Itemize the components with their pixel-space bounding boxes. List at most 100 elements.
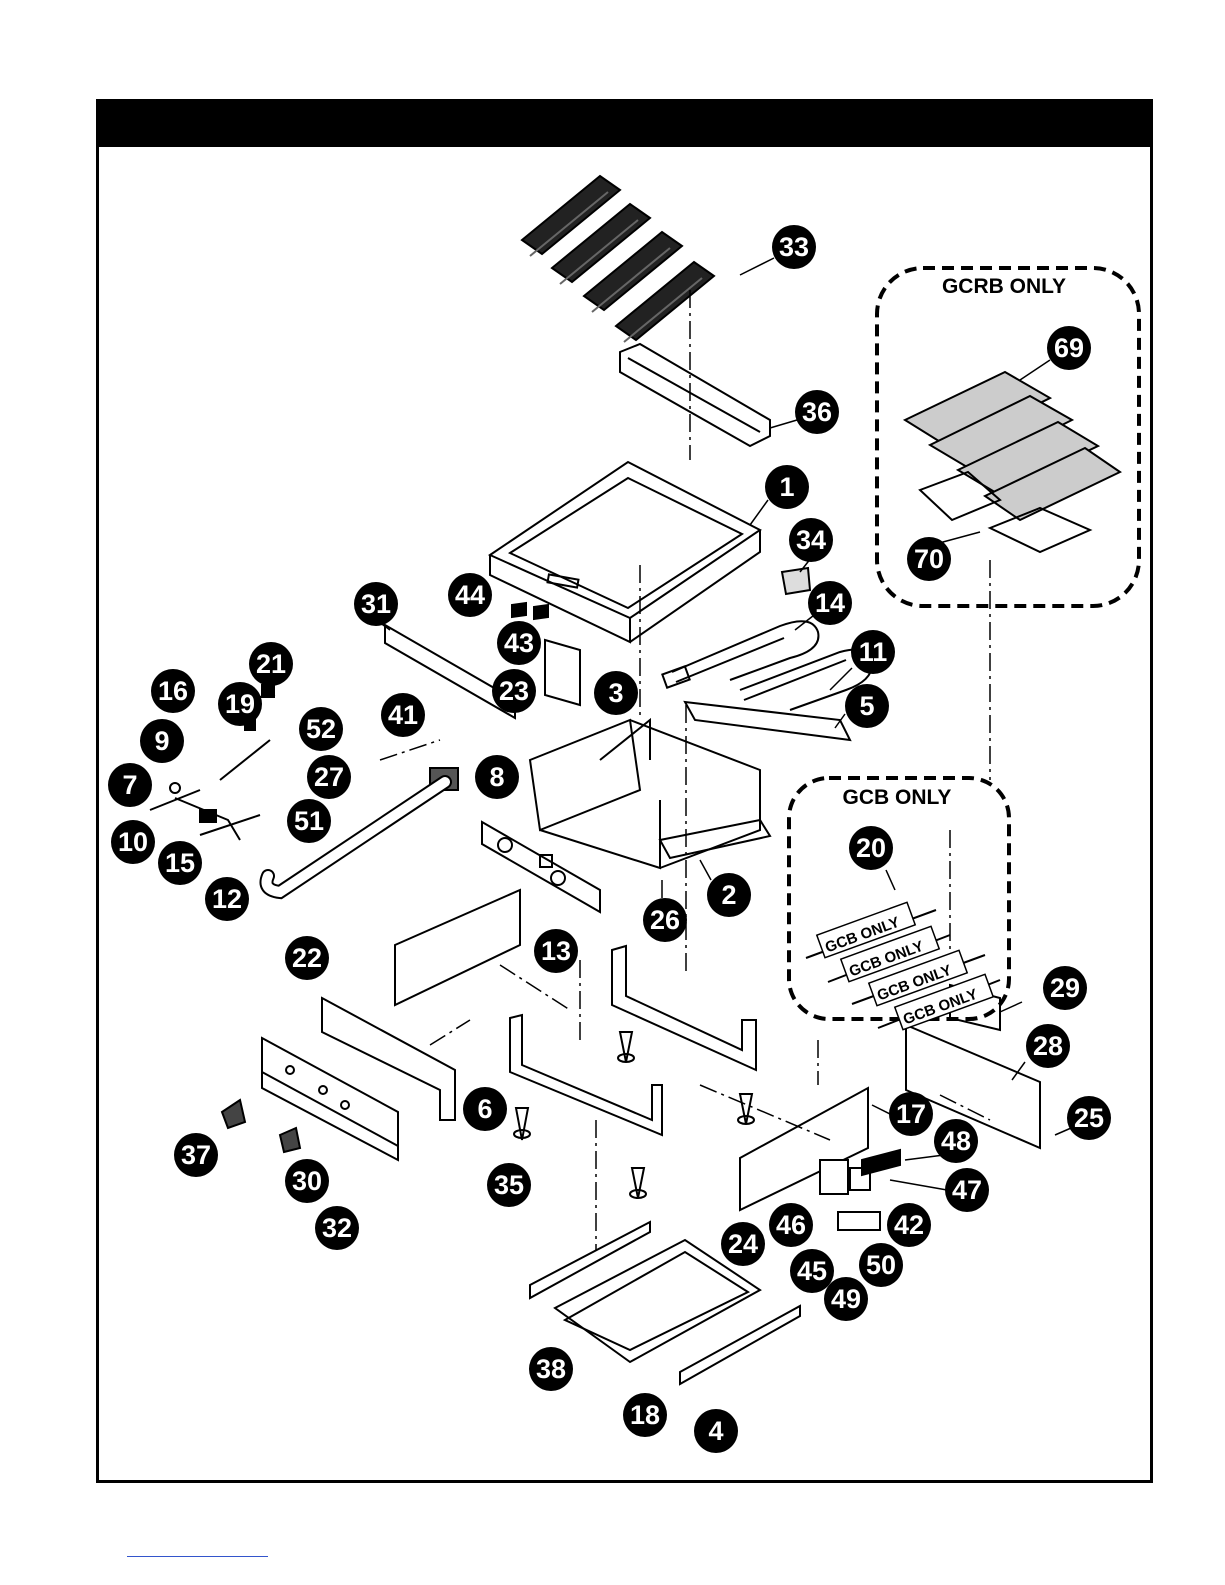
callout-46: 46 — [769, 1203, 813, 1247]
svg-text:41: 41 — [388, 700, 418, 730]
svg-text:42: 42 — [894, 1210, 924, 1240]
callout-5: 5 — [845, 684, 889, 728]
svg-text:7: 7 — [122, 770, 137, 800]
griddle-top — [490, 462, 760, 642]
svg-text:2: 2 — [721, 880, 736, 910]
callout-1: 1 — [765, 465, 809, 509]
callout-33: 33 — [772, 225, 816, 269]
callout-44: 44 — [448, 573, 492, 617]
svg-text:3: 3 — [608, 678, 623, 708]
gcrb-only-label: GCRB ONLY — [942, 275, 1066, 298]
callout-18: 18 — [623, 1393, 667, 1437]
svg-text:31: 31 — [361, 589, 391, 619]
svg-text:47: 47 — [952, 1175, 982, 1205]
callout-10: 10 — [111, 820, 155, 864]
callout-70: 70 — [907, 537, 951, 581]
svg-text:69: 69 — [1054, 333, 1084, 363]
svg-text:22: 22 — [292, 943, 322, 973]
callout-25: 25 — [1067, 1096, 1111, 1140]
svg-text:34: 34 — [796, 525, 826, 555]
svg-text:27: 27 — [314, 762, 344, 792]
gcb-strip-labels: GCB ONLY GCB ONLY GCB ONLY GCB ONLY — [817, 902, 993, 1029]
callout-16: 16 — [151, 669, 195, 713]
callout-69: 69 — [1047, 326, 1091, 370]
svg-text:14: 14 — [815, 588, 845, 618]
heat-shield — [545, 640, 580, 705]
svg-text:8: 8 — [489, 762, 504, 792]
svg-text:10: 10 — [118, 827, 148, 857]
svg-text:28: 28 — [1033, 1031, 1063, 1061]
callout-19: 19 — [218, 682, 262, 726]
callout-11: 11 — [851, 630, 895, 674]
callout-22: 22 — [285, 936, 329, 980]
svg-text:11: 11 — [859, 637, 888, 667]
callout-2: 2 — [707, 873, 751, 917]
callout-17: 17 — [889, 1092, 933, 1136]
burners — [662, 621, 872, 710]
callout-51: 51 — [287, 799, 331, 843]
callout-43: 43 — [497, 621, 541, 665]
left-side-panel — [395, 890, 520, 1005]
callout-23: 23 — [492, 669, 536, 713]
svg-text:50: 50 — [866, 1250, 896, 1280]
svg-text:15: 15 — [165, 848, 195, 878]
callout-24: 24 — [721, 1222, 765, 1266]
svg-text:19: 19 — [225, 689, 255, 719]
knob — [280, 1128, 300, 1152]
svg-text:33: 33 — [779, 232, 809, 262]
grate-bars — [522, 176, 714, 342]
callout-20: 20 — [849, 826, 893, 870]
svg-text:49: 49 — [831, 1284, 861, 1314]
svg-text:18: 18 — [630, 1400, 660, 1430]
callout-12: 12 — [205, 877, 249, 921]
callout-32: 32 — [315, 1206, 359, 1250]
svg-text:36: 36 — [802, 397, 832, 427]
callout-21: 21 — [249, 642, 293, 686]
svg-text:13: 13 — [541, 936, 571, 966]
callout-49: 49 — [824, 1277, 868, 1321]
callout-31: 31 — [354, 582, 398, 626]
callout-47: 47 — [945, 1168, 989, 1212]
callout-48: 48 — [934, 1119, 978, 1163]
svg-text:52: 52 — [306, 714, 336, 744]
callout-28: 28 — [1026, 1024, 1070, 1068]
svg-text:37: 37 — [181, 1140, 211, 1170]
callout-30: 30 — [285, 1159, 329, 1203]
callout-52: 52 — [299, 707, 343, 751]
leg-frames — [510, 946, 756, 1198]
small-brackets — [512, 603, 548, 619]
svg-text:35: 35 — [494, 1170, 524, 1200]
svg-text:20: 20 — [856, 833, 886, 863]
gcb-only-label: GCB ONLY — [843, 786, 952, 809]
callout-34: 34 — [789, 518, 833, 562]
callout-37: 37 — [174, 1133, 218, 1177]
svg-text:45: 45 — [797, 1256, 827, 1286]
callout-50: 50 — [859, 1243, 903, 1287]
svg-text:44: 44 — [455, 580, 485, 610]
right-base-panel — [740, 1088, 900, 1230]
svg-text:48: 48 — [941, 1126, 971, 1156]
svg-text:23: 23 — [499, 676, 529, 706]
svg-text:70: 70 — [914, 544, 944, 574]
small-plate — [782, 568, 810, 594]
svg-text:5: 5 — [859, 691, 874, 721]
svg-text:32: 32 — [322, 1213, 352, 1243]
svg-text:38: 38 — [536, 1354, 566, 1384]
svg-text:4: 4 — [708, 1416, 723, 1446]
svg-text:26: 26 — [650, 905, 680, 935]
svg-text:6: 6 — [477, 1094, 492, 1124]
svg-text:24: 24 — [728, 1229, 758, 1259]
knob — [222, 1100, 245, 1128]
callout-45: 45 — [790, 1249, 834, 1293]
callout-9: 9 — [140, 719, 184, 763]
svg-text:9: 9 — [154, 726, 169, 756]
svg-text:29: 29 — [1050, 973, 1080, 1003]
callout-7: 7 — [108, 763, 152, 807]
svg-text:46: 46 — [776, 1210, 806, 1240]
callout-26: 26 — [643, 898, 687, 942]
svg-text:1: 1 — [779, 472, 794, 502]
burner-rail-right — [685, 702, 850, 740]
callout-42: 42 — [887, 1203, 931, 1247]
svg-text:21: 21 — [256, 649, 286, 679]
